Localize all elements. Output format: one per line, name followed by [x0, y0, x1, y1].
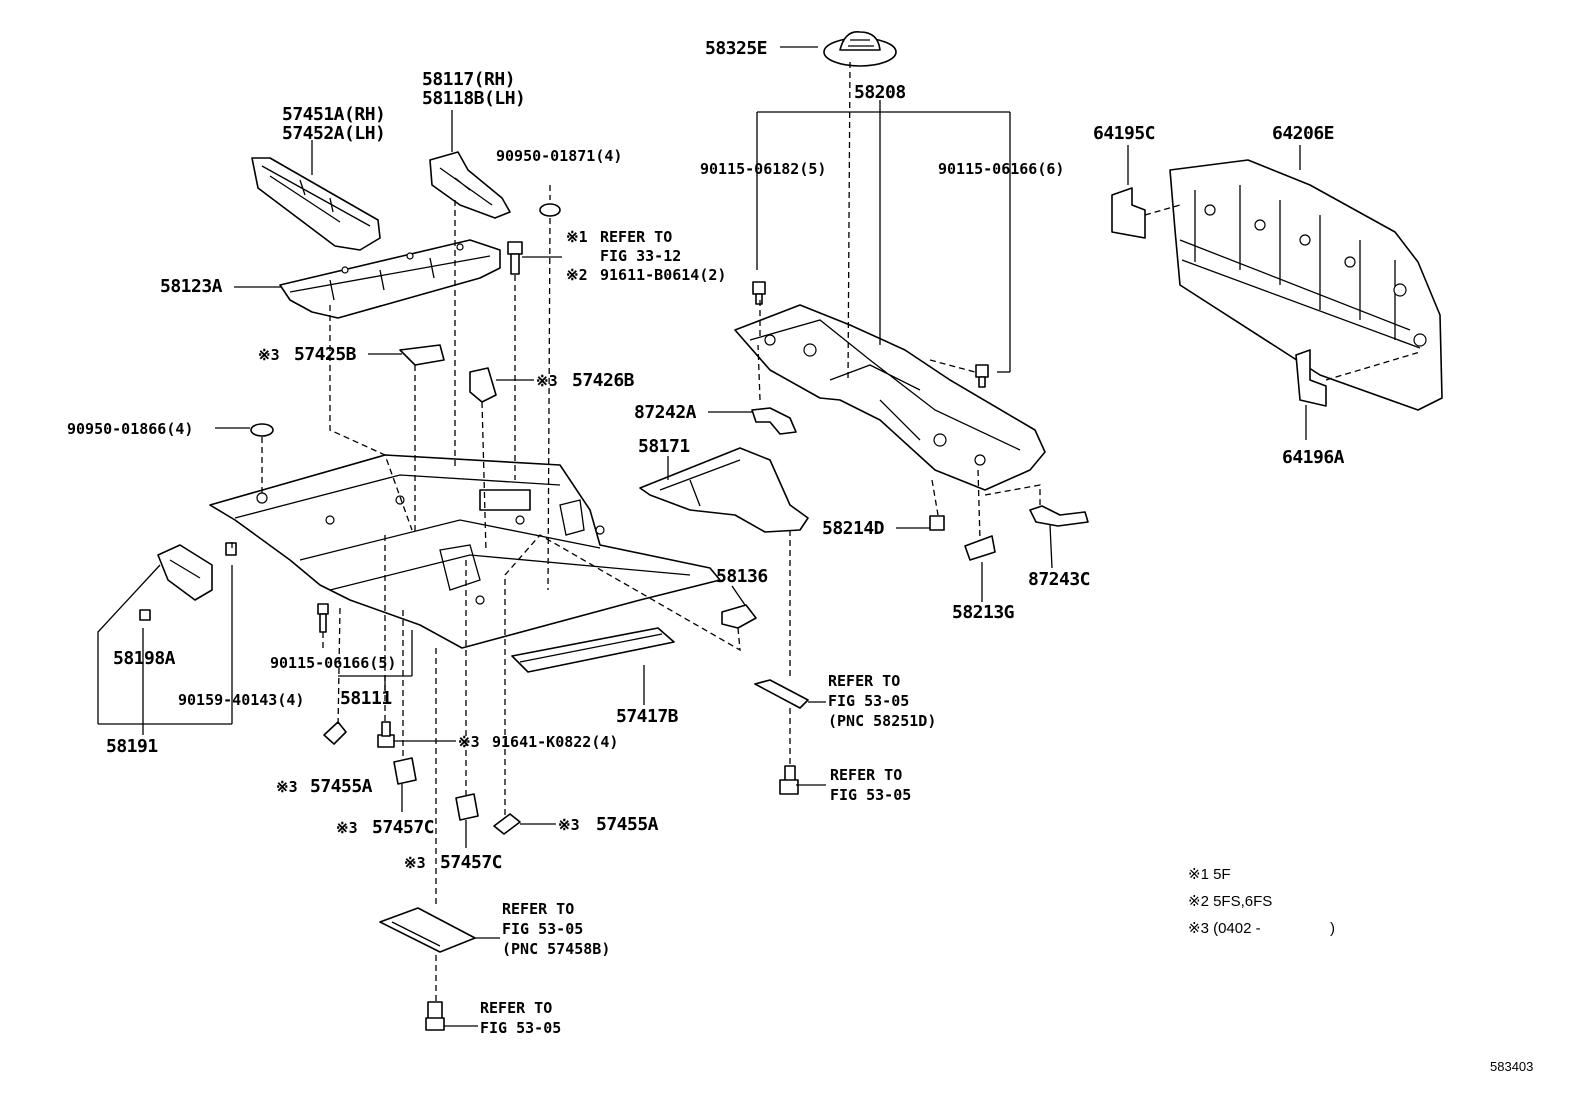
part-bolt-53-05 [779, 765, 799, 795]
note-3: ※3 (0402 - [1188, 920, 1261, 937]
part-90950-01871-grommet [539, 203, 561, 217]
part-bracket-53-05 [754, 679, 809, 709]
label-57457C-left: 57457C [372, 817, 434, 838]
part-57455A-left [323, 721, 347, 745]
part-58208-crossmember [734, 304, 1046, 491]
part-87243C-clip [1029, 505, 1089, 527]
part-87242A-clip [751, 407, 797, 435]
label-90159: 90159-40143(4) [178, 691, 304, 709]
refer-to-33-12: REFER TO [600, 228, 672, 246]
mark-3-57457C-left: ※3 [336, 819, 358, 837]
label-57455A-right: 57455A [596, 814, 659, 835]
mark-3-57425B: ※3 [258, 346, 280, 364]
label-58198A: 58198A [113, 648, 176, 669]
part-90115-06182-bolt [752, 281, 766, 305]
mark-3-57426B: ※3 [536, 372, 558, 390]
part-58117-bracket [429, 151, 511, 219]
label-64196A: 64196A [1282, 447, 1345, 468]
refer-to-bolt-right: REFER TO [830, 766, 902, 784]
part-90115-06166-5-bolt [317, 603, 329, 633]
part-57455A-right [493, 813, 521, 835]
part-57451A-rail [251, 157, 381, 251]
note-3-close: ) [1330, 920, 1335, 937]
leader-lines [97, 46, 1421, 1027]
part-64196A-bracket [1295, 349, 1327, 407]
part-58325E-cap [823, 31, 897, 67]
label-58191: 58191 [106, 736, 158, 757]
label-64206E: 64206E [1272, 123, 1334, 144]
part-57426B-clip [469, 367, 497, 403]
part-57458B-plate [379, 907, 476, 953]
label-90950-01866: 90950-01866(4) [67, 420, 193, 438]
label-90115-06182: 90115-06182(5) [700, 160, 826, 178]
part-91611-bolt [507, 241, 523, 275]
label-58171: 58171 [638, 436, 690, 457]
note-2: ※2 5FS,6FS [1188, 893, 1272, 910]
fig-53-05-bolt-bottom: FIG 53-05 [480, 1019, 561, 1037]
label-90950-01871: 90950-01871(4) [496, 147, 622, 165]
label-87242A: 87242A [634, 402, 697, 423]
label-58214D: 58214D [822, 518, 885, 539]
diagram-code: 583403 [1490, 1059, 1533, 1074]
refer-to-bolt-bottom: REFER TO [480, 999, 552, 1017]
part-58213G-bracket [964, 535, 996, 561]
part-58136-block [721, 604, 757, 629]
part-58111-floor-pan [209, 454, 721, 649]
label-57457C-mid: 57457C [440, 852, 502, 873]
label-58136: 58136 [716, 566, 768, 587]
label-91611: 91611-B0614(2) [600, 266, 726, 284]
label-57425B: 57425B [294, 344, 357, 365]
part-bolt-bottom [425, 1001, 445, 1031]
label-90115-06166-5: 90115-06166(5) [270, 654, 396, 672]
refer-to-57458B: REFER TO [502, 900, 574, 918]
fig-33-12: FIG 33-12 [600, 247, 681, 265]
part-64195C-bracket [1111, 187, 1146, 239]
part-58171-bracket [639, 447, 809, 533]
fig-53-05-58251D: FIG 53-05 [828, 692, 909, 710]
label-58117: 58117(RH) [422, 69, 515, 90]
pnc-57458B: (PNC 57458B) [502, 940, 610, 958]
part-57417B-rail [511, 627, 675, 673]
part-64206E-panel [1169, 159, 1443, 411]
mark-3-57455A-right: ※3 [558, 816, 580, 834]
label-58208: 58208 [854, 82, 906, 103]
label-91641: 91641-K0822(4) [492, 733, 618, 751]
mark-3-91641: ※3 [458, 733, 480, 751]
label-57417B: 57417B [616, 706, 679, 727]
fig-53-05-57458B: FIG 53-05 [502, 920, 583, 938]
label-58118B: 58118B(LH) [422, 88, 525, 109]
label-57451A: 57451A(RH) [282, 104, 385, 125]
label-58213G: 58213G [952, 602, 1014, 623]
part-57425B-clip [399, 344, 445, 366]
label-87243C: 87243C [1028, 569, 1090, 590]
refer-to-58251D: REFER TO [828, 672, 900, 690]
label-57455A-left: 57455A [310, 776, 373, 797]
part-58198A-bolt [139, 542, 237, 621]
mark-1-refer: ※1 [566, 228, 588, 246]
label-58123A: 58123A [160, 276, 223, 297]
label-57452A: 57452A(LH) [282, 123, 385, 144]
label-64195C: 64195C [1093, 123, 1155, 144]
part-58123A-crossmember [279, 239, 501, 319]
part-58191-bracket [157, 544, 213, 601]
part-57457C-mid [455, 793, 479, 821]
fig-53-05-bolt-right: FIG 53-05 [830, 786, 911, 804]
part-90115-06166-6-bolt [975, 364, 989, 388]
label-58325E: 58325E [705, 38, 767, 59]
label-57426B: 57426B [572, 370, 635, 391]
mark-3-57457C-mid: ※3 [404, 854, 426, 872]
part-91641-bolt [377, 721, 395, 748]
pnc-58251D: (PNC 58251D) [828, 712, 936, 730]
mark-3-57455A-left: ※3 [276, 778, 298, 796]
mark-2-91611: ※2 [566, 266, 588, 284]
part-90950-01866-grommet [250, 423, 274, 437]
part-57457C-left [393, 757, 417, 785]
note-1: ※1 5F [1188, 866, 1231, 883]
part-58214D-bolt [929, 515, 945, 531]
label-90115-06166-6: 90115-06166(6) [938, 160, 1064, 178]
label-58111: 58111 [340, 688, 392, 709]
